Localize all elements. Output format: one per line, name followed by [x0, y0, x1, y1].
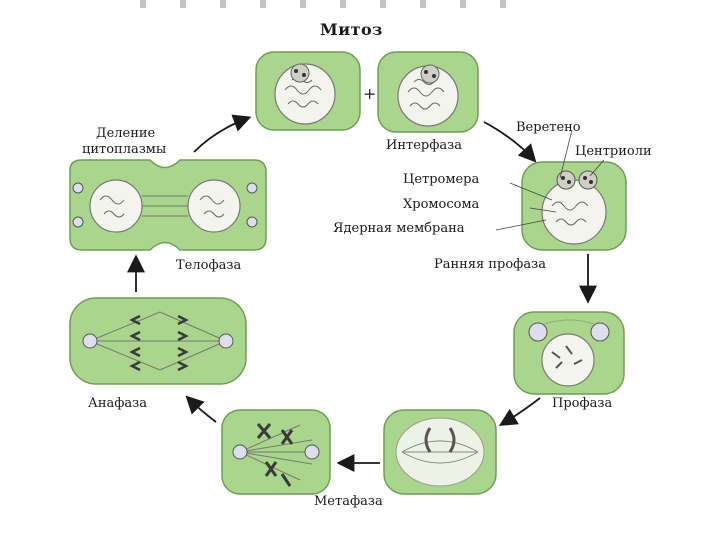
label-cytokinesis-line1: Деление	[96, 126, 156, 141]
label-cytokinesis-line2: цитоплазмы	[82, 142, 167, 157]
diagram-title: Митоз	[320, 20, 383, 39]
arrow-cytokinesis-to-interphase	[193, 114, 252, 153]
label-telophase: Телофаза	[176, 258, 242, 273]
interphase-cell-b	[377, 51, 479, 133]
prophase-cell	[513, 311, 625, 395]
arrow-interphase-to-early-prophase	[483, 121, 537, 163]
interphase-cell-a	[255, 51, 361, 131]
label-chromosome: Хромосома	[403, 197, 480, 212]
anaphase-cell	[69, 297, 247, 385]
label-prophase: Профаза	[552, 396, 613, 411]
cycle-arrows	[127, 114, 597, 472]
telophase-cell	[69, 159, 267, 251]
arrow-metaphase-to-anaphase	[185, 395, 217, 423]
label-anaphase: Анафаза	[88, 396, 148, 411]
metaphase-cell-left	[221, 409, 331, 495]
label-early-prophase: Ранняя профаза	[434, 257, 546, 272]
label-pointer-lines	[495, 129, 605, 231]
cropped-text-strip	[140, 0, 520, 8]
plus-sign: +	[363, 84, 377, 103]
label-interphase: Интерфаза	[386, 138, 462, 153]
arrow-prophase-to-metaphase	[498, 397, 541, 426]
label-centrioles: Центриоли	[575, 144, 652, 159]
label-nuclear-membrane: Ядерная мембрана	[333, 221, 465, 236]
label-centromere: Цетромера	[403, 172, 480, 187]
metaphase-cell-right	[383, 409, 497, 495]
early-prophase-cell	[521, 161, 627, 251]
label-metaphase: Метафаза	[314, 494, 383, 509]
label-spindle: Веретено	[516, 120, 581, 135]
